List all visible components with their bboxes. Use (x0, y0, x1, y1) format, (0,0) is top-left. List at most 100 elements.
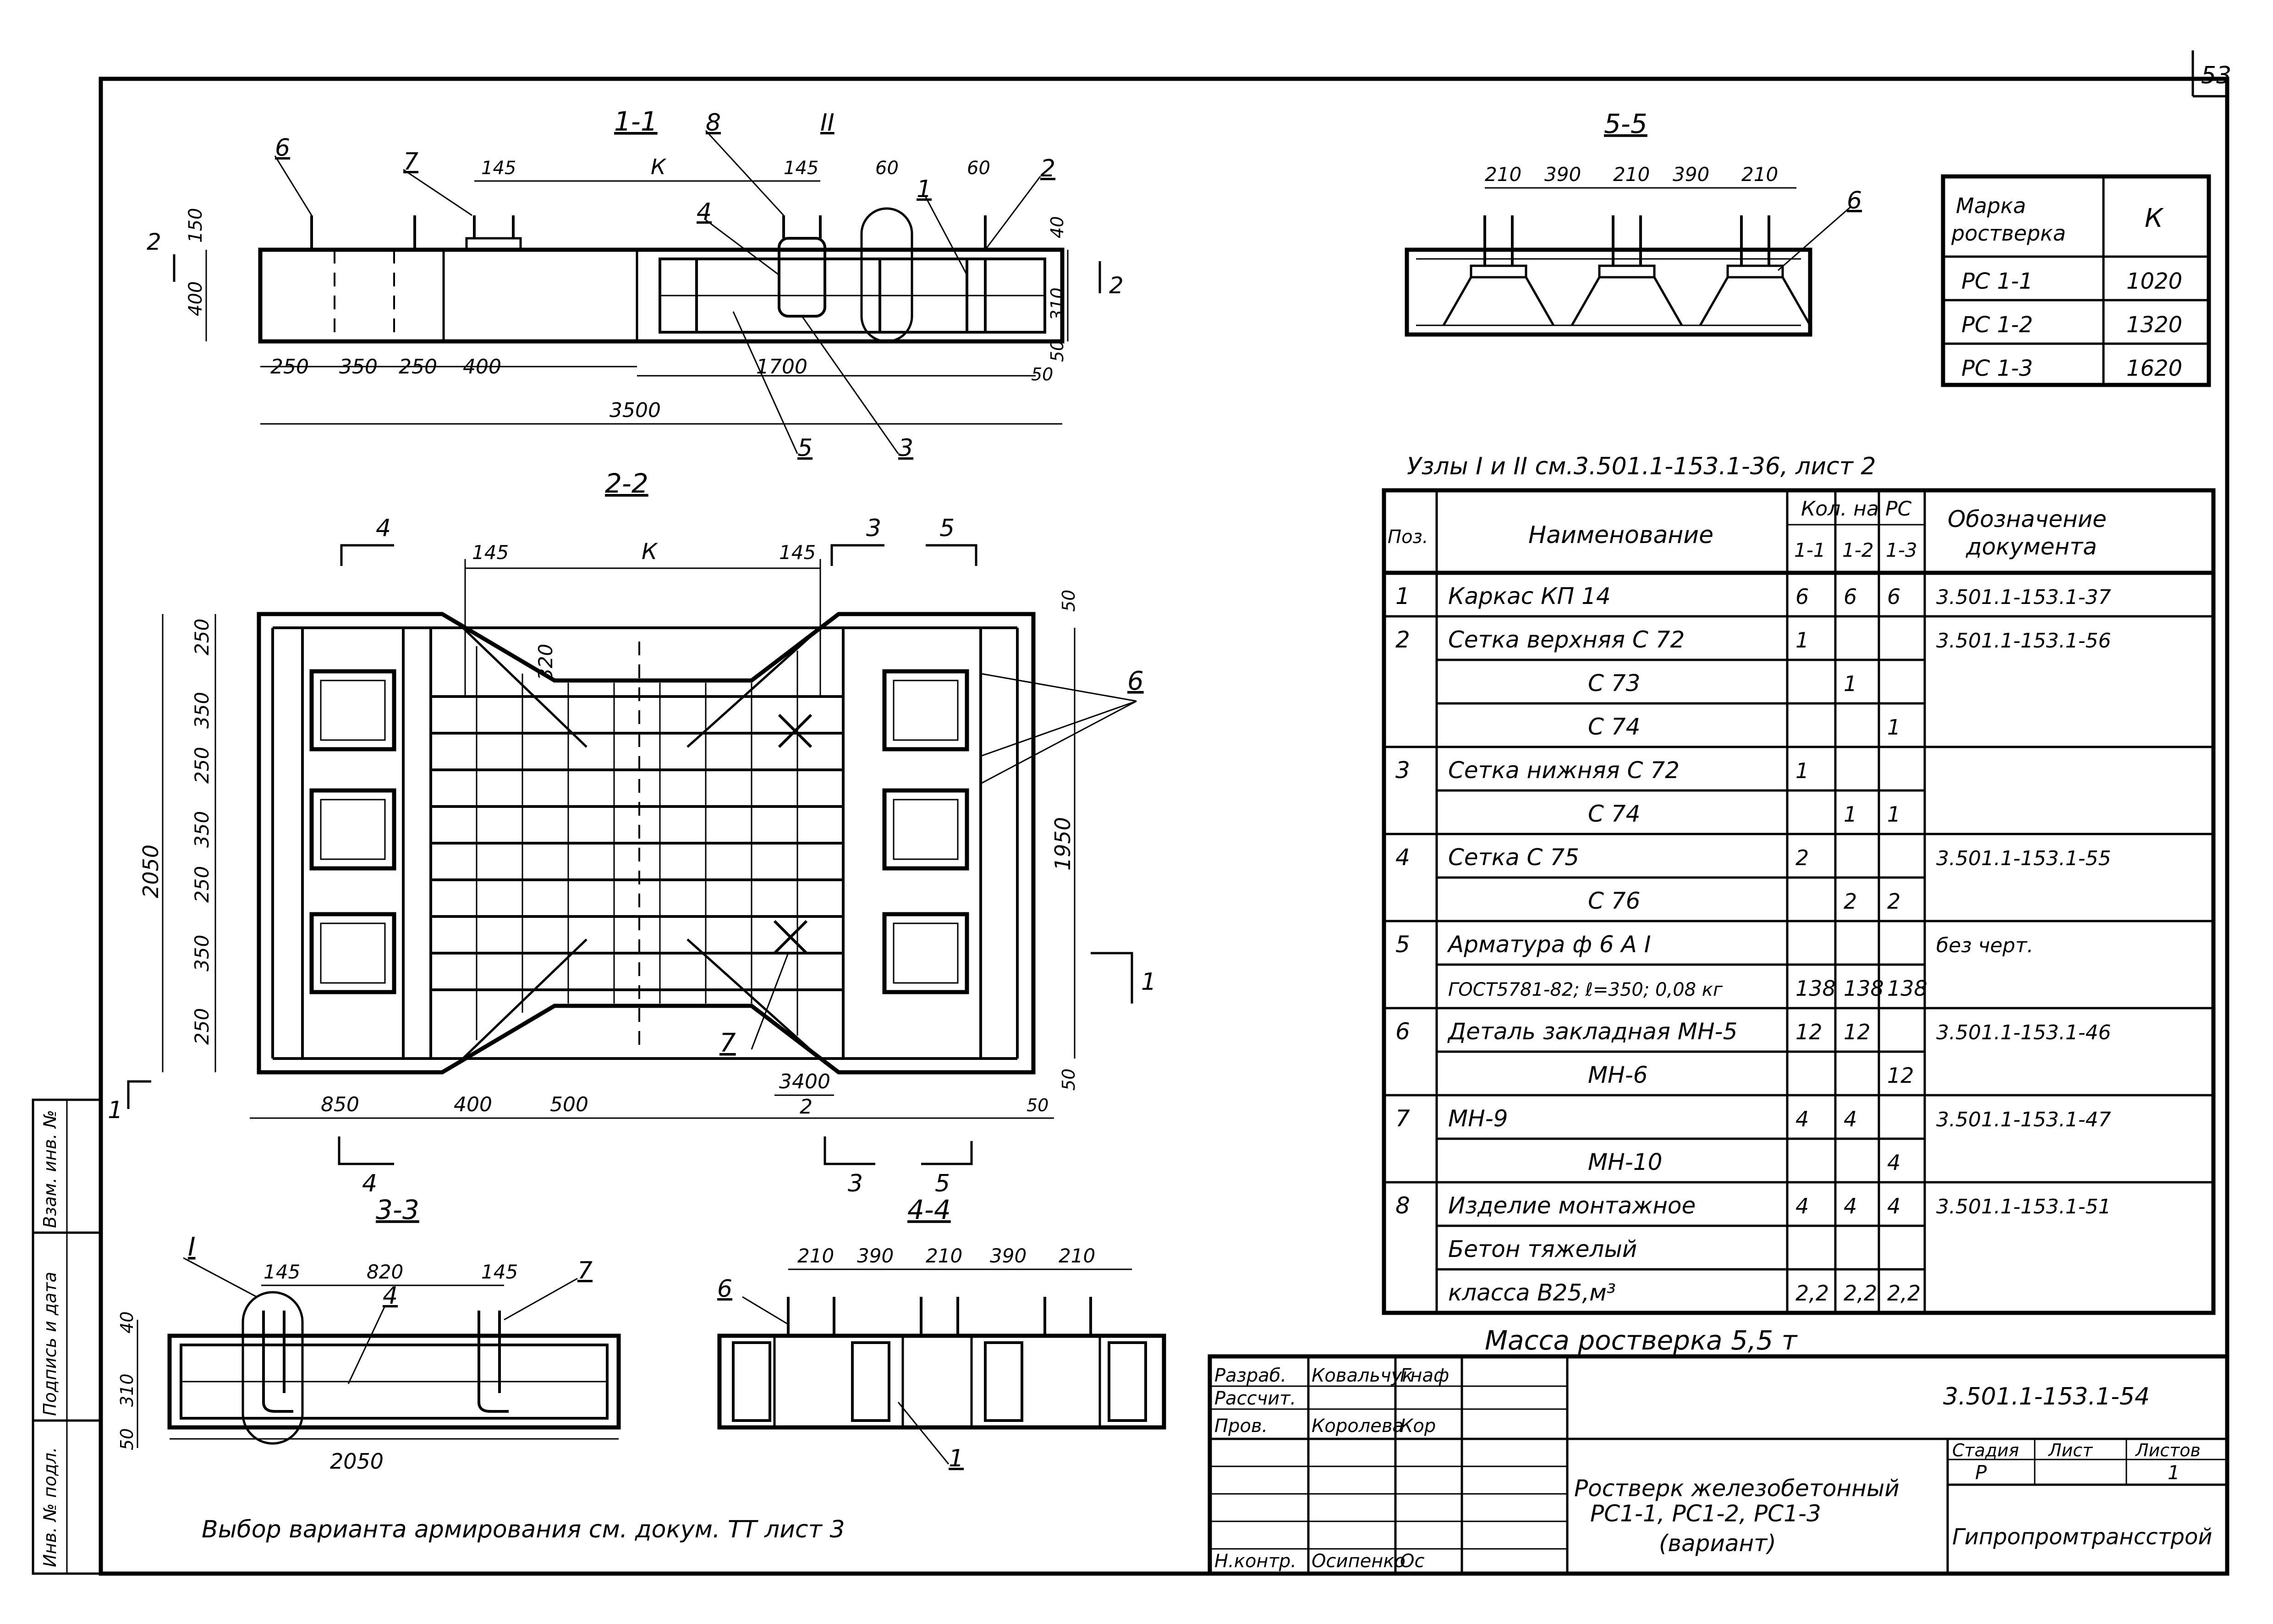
spec-row-pos: 2 (1395, 626, 1410, 653)
s22-dim-k: К (642, 539, 658, 565)
k-table-row1-mark: РС 1-1 (1961, 269, 2033, 294)
mass-note: Масса ростверка 5,5 т (1485, 1325, 1798, 1356)
title-block-role: Пров. (1214, 1416, 1268, 1437)
sheet-frame: 53 (99, 50, 2231, 1576)
spec-row-doc: 3.501.1-153.1-51 (1936, 1195, 2111, 1218)
s33-callout-4: 4 (383, 1282, 398, 1310)
s22-dim-left-4: 250 (191, 866, 213, 903)
title-block-title-1: Ростверк железобетонный (1574, 1475, 1900, 1502)
stamp-sign-label: Подпись и дата (40, 1272, 60, 1416)
s11-dim-150: 150 (185, 208, 206, 243)
s11-callout-2: 2 (1040, 155, 1055, 182)
s22-dim-2050: 2050 (138, 845, 163, 898)
section-5-5: 5-5 210 390 210 390 210 6 (1405, 108, 1862, 337)
spec-row-qty-1-2: 138 (1844, 976, 1884, 1001)
spec-row-qty-1-2: 2,2 (1844, 1281, 1877, 1306)
s55-dim-210b: 210 (1613, 163, 1650, 186)
title-block-stage-label: Стадия (1952, 1440, 2019, 1460)
s55-dim-210c: 210 (1741, 163, 1778, 186)
s11-dim-250b: 250 (399, 355, 437, 379)
k-table-row1-k: 1020 (2126, 269, 2182, 294)
s33-dim-145a: 145 (264, 1261, 300, 1283)
spec-row-qty-1-3: 138 (1887, 976, 1927, 1001)
spec-row-name: ГОСТ5781-82; ℓ=350; 0,08 кг (1448, 979, 1723, 1000)
s11-dim-145b: 145 (784, 158, 818, 179)
s11-dim-50b: 50 (1031, 364, 1053, 384)
s22-dim-1950: 1950 (1050, 817, 1075, 871)
spec-row-name: МН-10 (1588, 1149, 1662, 1175)
spec-row-qty-1-1: 1 (1795, 758, 1809, 783)
spec-row-qty-1-3: 2 (1887, 889, 1900, 914)
s11-callout-3: 3 (898, 434, 913, 462)
s11-dim-k: К (651, 154, 667, 179)
spec-row-qty-1-2: 4 (1844, 1194, 1857, 1218)
spec-row-doc: 3.501.1-153.1-47 (1936, 1108, 2111, 1131)
s33-dim-820: 820 (367, 1261, 403, 1283)
s22-dim-left-2: 250 (191, 747, 213, 784)
title-block-sheets: 1 (2168, 1461, 2180, 1484)
spec-row-qty-1-1: 6 (1795, 584, 1809, 609)
spec-row-doc: 3.501.1-153.1-55 (1936, 847, 2111, 870)
s22-dim-3400: 3400 (779, 1070, 830, 1093)
spec-row-doc: 3.501.1-153.1-56 (1936, 629, 2111, 653)
s11-dim-3500: 3500 (609, 399, 661, 422)
spec-row-qty-1-2: 1 (1844, 671, 1857, 696)
title-block-sign: Ос (1400, 1551, 1424, 1572)
spec-row-name: МН-6 (1588, 1062, 1648, 1088)
s44-dim-210b: 210 (926, 1245, 962, 1267)
k-table-row2-mark: РС 1-2 (1961, 312, 2033, 338)
s33-dim-145b: 145 (481, 1261, 518, 1283)
s22-dim-50-top: 50 (1059, 590, 1079, 612)
s11-dim-1700: 1700 (756, 355, 807, 379)
spec-row-name: С 74 (1588, 801, 1640, 827)
spec-row-qty-1-1: 12 (1795, 1020, 1823, 1044)
k-table-row2-k: 1320 (2126, 312, 2182, 338)
spec-row-name: С 74 (1588, 713, 1640, 740)
s33-dim-310: 310 (117, 1373, 137, 1407)
k-table-row3-k: 1620 (2126, 356, 2182, 381)
side-stamp: Инв. № подл. Подпись и дата Взам. инв. № (32, 1098, 102, 1575)
spec-row-name: Каркас КП 14 (1448, 583, 1611, 609)
title-block-sign: Гнаф (1400, 1365, 1449, 1386)
k-table-header-k: К (2145, 203, 2164, 233)
s22-dim-145a: 145 (472, 541, 509, 564)
k-table-header-mark-1: Марка (1956, 193, 2026, 218)
s55-dim-390b: 390 (1673, 163, 1709, 186)
spec-row-doc: без черт. (1936, 934, 2033, 957)
section-3-3-title: 3-3 (376, 1194, 419, 1225)
s11-dim-250a: 250 (270, 355, 309, 379)
spec-header-q2: 1-2 (1842, 539, 1874, 561)
section-4-4-title: 4-4 (907, 1194, 951, 1225)
s22-dim-left-0: 250 (191, 619, 213, 655)
s22-cut-5-top: 5 (939, 515, 955, 542)
spec-header-q1: 1-1 (1794, 539, 1826, 561)
spec-row-name: Сетка верхняя С 72 (1448, 626, 1685, 653)
spec-row-name: С 76 (1588, 888, 1640, 914)
s22-dim-50-bot: 50 (1059, 1069, 1079, 1091)
section-1-1-title: 1-1 (614, 106, 658, 137)
footnote: Выбор варианта армирования см. докум. ТТ… (202, 1516, 845, 1543)
s11-callout-5: 5 (797, 434, 813, 462)
spec-row-qty-1-3: 12 (1887, 1063, 1914, 1088)
spec-row-name: Арматура ф 6 А I (1447, 931, 1651, 958)
title-block-role: Н.контр. (1214, 1551, 1296, 1572)
s22-cut-4-top: 4 (376, 515, 391, 542)
s22-dim-50-right: 50 (1027, 1095, 1049, 1115)
s22-dim-320: 320 (534, 644, 557, 680)
s22-dim-left-1: 350 (191, 692, 213, 729)
spec-row-name: МН-9 (1448, 1105, 1508, 1132)
s33-node-I: I (188, 1232, 196, 1262)
spec-header-pos: Поз. (1388, 527, 1428, 548)
s22-callout-7: 7 (719, 1028, 736, 1058)
s33-dim-50: 50 (117, 1428, 137, 1450)
title-block-sheet-label: Лист (2048, 1440, 2093, 1460)
k-table: Марка ростверка К РС 1-1 1020 РС 1-2 132… (1941, 174, 2211, 387)
title-block-role: Разраб. (1214, 1365, 1286, 1386)
spec-row-pos: 6 (1395, 1018, 1410, 1045)
s11-callout-4: 4 (697, 198, 712, 226)
title-block-role: Рассчит. (1214, 1388, 1296, 1409)
s11-callout-6: 6 (275, 134, 290, 162)
spec-row-name: Деталь закладная МН-5 (1447, 1018, 1737, 1045)
